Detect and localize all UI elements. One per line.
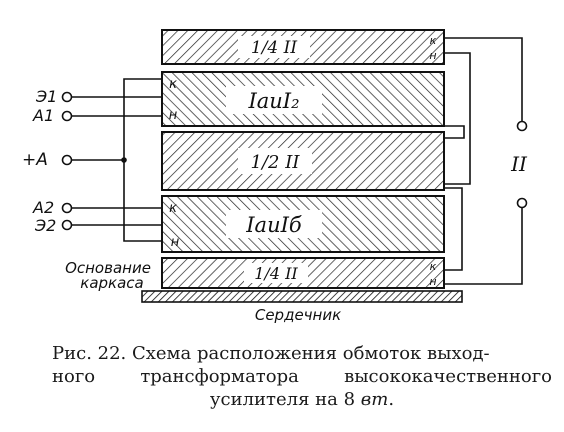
terminal-a1-label: A1 <box>32 106 54 125</box>
core-bar <box>141 290 463 303</box>
winding-quarter-top-n: н <box>429 49 436 62</box>
winding-diagram: 1/4 II к н IaиI₂ к н 1/2 II IaиIб к н 1/… <box>22 29 528 324</box>
secondary-output-label: II <box>510 152 528 176</box>
winding-quarter-bottom-k: к <box>430 260 437 273</box>
frame-base-label-1: Основание <box>65 259 151 277</box>
junction-dot <box>121 157 127 163</box>
winding-quarter-bottom: 1/4 II к н <box>161 257 445 289</box>
terminal-nodes <box>61 91 528 231</box>
terminal-e1-label: Э1 <box>35 87 57 106</box>
terminal-e2-label: Э2 <box>34 216 56 235</box>
wiring <box>72 37 523 285</box>
winding-quarter-top: 1/4 II к н <box>161 29 445 65</box>
terminal-plus-a-label: +A <box>22 150 48 170</box>
caption-line-3-suffix: . <box>388 389 395 410</box>
caption-line-3: усилителя на 8 вт. <box>52 388 552 411</box>
winding-primary-lower-n: н <box>171 235 180 250</box>
winding-primary-lower: IaиIб к н <box>161 195 445 253</box>
core-label: Сердечник <box>255 306 341 324</box>
winding-quarter-top-label: 1/4 II <box>251 38 297 58</box>
caption-line-2: ного трансформатора высококачественного <box>52 366 552 387</box>
figure-caption: Рис. 22. Схема расположения обмоток выхо… <box>52 342 552 411</box>
winding-primary-upper-k: к <box>169 77 177 92</box>
frame-base-label-2: каркаса <box>80 274 143 292</box>
caption-unit: вт <box>360 389 389 410</box>
winding-half-secondary: 1/2 II <box>161 131 445 191</box>
winding-primary-upper-n: н <box>169 108 178 123</box>
winding-quarter-top-k: к <box>430 34 437 47</box>
winding-quarter-bottom-n: н <box>429 275 436 288</box>
winding-quarter-bottom-label: 1/4 II <box>254 264 298 283</box>
caption-line-3-prefix: усилителя на 8 <box>209 389 361 410</box>
caption-line-1: Рис. 22. Схема расположения обмоток выхо… <box>52 343 490 364</box>
winding-primary-upper: IaиI₂ к н <box>161 71 445 127</box>
winding-half-secondary-label: 1/2 II <box>251 152 301 173</box>
winding-primary-upper-label: IaиI₂ <box>247 89 299 113</box>
winding-primary-lower-k: к <box>169 201 177 216</box>
terminal-a2-label: A2 <box>32 198 54 217</box>
winding-primary-lower-label: IaиIб <box>245 213 302 237</box>
